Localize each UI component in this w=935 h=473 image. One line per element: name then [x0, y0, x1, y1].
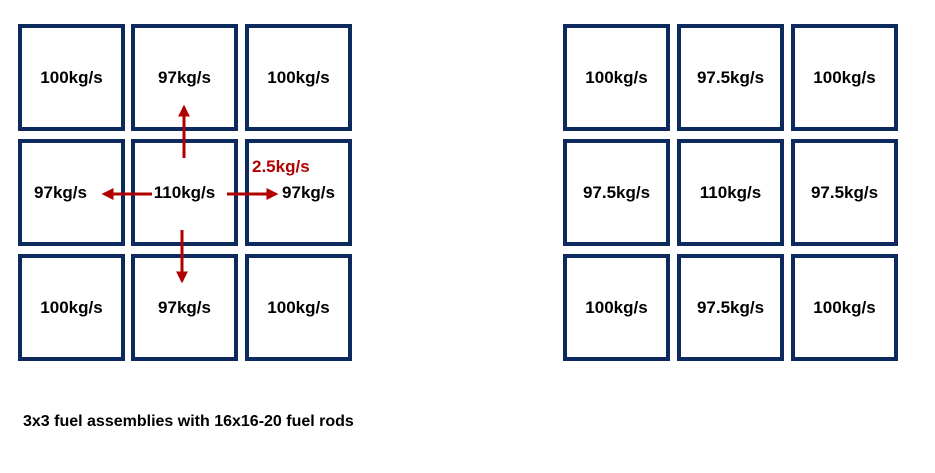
flow-rate-label: 97.5kg/s	[696, 297, 765, 317]
flow-rate-label: 97.5kg/s	[696, 67, 765, 87]
fuel-assembly-top-center: 97.5kg/s	[677, 24, 784, 131]
flow-rate-label: 97.5kg/s	[810, 182, 879, 202]
fuel-assembly-bottom-right: 100kg/s	[245, 254, 352, 361]
fuel-assembly-bottom-left: 100kg/s	[18, 254, 125, 361]
flow-rate-label: 97.5kg/s	[582, 182, 651, 202]
fuel-assembly-bottom-right: 100kg/s	[791, 254, 898, 361]
crossflow-rate-label: 2.5kg/s	[252, 157, 310, 176]
fuel-assembly-middle-left: 97kg/s	[18, 139, 125, 246]
flow-rate-label: 100kg/s	[40, 67, 103, 87]
fuel-assembly-bottom-left: 100kg/s	[563, 254, 670, 361]
fuel-assembly-middle-right: 97.5kg/s	[791, 139, 898, 246]
flow-rate-label: 97kg/s	[158, 67, 211, 87]
flow-rate-label: 100kg/s	[267, 297, 330, 317]
flow-rate-label: 110kg/s	[699, 182, 762, 202]
flow-rate-label: 100kg/s	[40, 297, 103, 317]
flow-rate-label: 97kg/s	[282, 182, 335, 202]
fuel-assembly-top-center: 97kg/s	[131, 24, 238, 131]
fuel-assembly-top-right: 100kg/s	[245, 24, 352, 131]
flow-rate-label: 100kg/s	[585, 67, 648, 87]
fuel-assembly-top-left: 100kg/s	[563, 24, 670, 131]
fuel-assembly-bottom-center: 97.5kg/s	[677, 254, 784, 361]
fuel-assembly-middle-center: 110kg/s	[131, 139, 238, 246]
fuel-assembly-top-right: 100kg/s	[791, 24, 898, 131]
figure-caption: 3x3 fuel assemblies with 16x16-20 fuel r…	[23, 413, 354, 430]
flow-rate-label: 110kg/s	[153, 182, 216, 202]
flow-rate-label: 100kg/s	[813, 297, 876, 317]
fuel-assembly-bottom-center: 97kg/s	[131, 254, 238, 361]
fuel-assembly-middle-right: 97kg/s	[245, 139, 352, 246]
flow-rate-label: 97kg/s	[158, 297, 211, 317]
flow-rate-label: 100kg/s	[813, 67, 876, 87]
fuel-assembly-top-left: 100kg/s	[18, 24, 125, 131]
flow-rate-label: 100kg/s	[267, 67, 330, 87]
fuel-assembly-middle-left: 97.5kg/s	[563, 139, 670, 246]
flow-rate-label: 97kg/s	[34, 182, 87, 202]
flow-rate-label: 100kg/s	[585, 297, 648, 317]
fuel-assembly-middle-center: 110kg/s	[677, 139, 784, 246]
